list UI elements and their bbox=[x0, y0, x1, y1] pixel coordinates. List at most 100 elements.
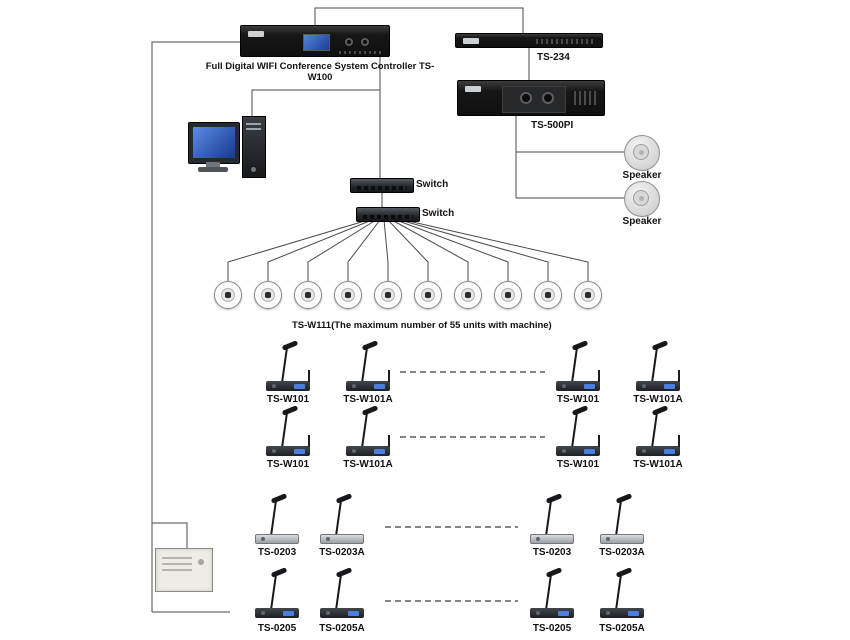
mic-screen bbox=[584, 449, 595, 454]
network-switch-device bbox=[356, 207, 420, 222]
ceiling-unit-core bbox=[225, 292, 231, 298]
amplifier-knob-icon bbox=[542, 92, 554, 104]
speaker-icon bbox=[624, 135, 660, 171]
mic-screen bbox=[558, 611, 569, 616]
mic-base bbox=[600, 608, 644, 618]
mic-label: TS-0205 bbox=[257, 623, 297, 634]
speaker-dot-icon bbox=[639, 150, 644, 155]
mic-screen bbox=[294, 449, 305, 454]
mic-label: TS-W101 bbox=[266, 459, 310, 470]
mic-button bbox=[352, 384, 356, 388]
mic-button bbox=[352, 449, 356, 453]
wireless-mic-unit bbox=[633, 408, 683, 456]
mic-base bbox=[255, 608, 299, 618]
amplifier-knob-icon bbox=[520, 92, 532, 104]
switch-label: Switch bbox=[416, 179, 449, 190]
ceiling-unit-core bbox=[385, 292, 391, 298]
drive-bay-icon bbox=[246, 123, 261, 125]
mic-button bbox=[536, 611, 540, 615]
vent-grille-icon bbox=[574, 91, 598, 105]
mic-button bbox=[261, 611, 265, 615]
mic-button bbox=[536, 537, 540, 541]
speaker-icon bbox=[624, 181, 660, 217]
mic-base bbox=[556, 446, 600, 456]
ceiling-unit-icon bbox=[414, 281, 442, 309]
ceiling-unit-core bbox=[585, 292, 591, 298]
power-box-markings bbox=[162, 557, 192, 571]
mic-base bbox=[530, 608, 574, 618]
ceiling-unit-icon bbox=[214, 281, 242, 309]
wire-switch-to-ceiling-units bbox=[227, 219, 589, 281]
mic-button bbox=[642, 449, 646, 453]
wire-controller-to-switch bbox=[251, 57, 383, 207]
mic-button bbox=[272, 449, 276, 453]
wireless-mic-unit bbox=[343, 343, 393, 391]
mic-antenna bbox=[308, 370, 310, 382]
mic-base bbox=[346, 446, 390, 456]
controller-knob-icon bbox=[361, 38, 369, 46]
monitor-stand bbox=[206, 162, 220, 167]
mic-label: TS-W101 bbox=[556, 459, 600, 470]
ceiling-unit-icon bbox=[374, 281, 402, 309]
vent-grille-icon bbox=[536, 39, 594, 44]
wireless-mic-unit bbox=[263, 408, 313, 456]
mic-screen bbox=[584, 384, 595, 389]
mic-button bbox=[562, 449, 566, 453]
wired-mic-unit bbox=[317, 496, 367, 544]
ceiling-units-note: TS-W111(The maximum number of 55 units w… bbox=[292, 320, 552, 331]
mic-button bbox=[562, 384, 566, 388]
ts500pi-label: TS-500PI bbox=[531, 120, 574, 131]
ceiling-unit-icon bbox=[254, 281, 282, 309]
mic-button bbox=[261, 537, 265, 541]
wireless-mic-unit bbox=[553, 408, 603, 456]
mic-base bbox=[636, 381, 680, 391]
mic-button bbox=[326, 537, 330, 541]
mic-button bbox=[606, 537, 610, 541]
monitor-base bbox=[198, 167, 228, 172]
mic-antenna bbox=[678, 435, 680, 447]
mic-antenna bbox=[308, 435, 310, 447]
mic-base bbox=[255, 534, 299, 544]
wireless-mic-unit bbox=[553, 343, 603, 391]
ceiling-unit-core bbox=[505, 292, 511, 298]
ceiling-unit-core bbox=[465, 292, 471, 298]
mic-label: TS-W101 bbox=[266, 394, 310, 405]
brand-logo-icon bbox=[465, 86, 481, 92]
mic-label: TS-0205 bbox=[532, 623, 572, 634]
ceiling-unit-core bbox=[345, 292, 351, 298]
power-box-connector-icon bbox=[198, 559, 204, 565]
mic-label: TS-W101A bbox=[633, 394, 683, 405]
wire-controller-to-ts234 bbox=[314, 7, 524, 33]
amplifier-panel bbox=[502, 86, 566, 113]
computer-monitor-icon bbox=[188, 122, 240, 164]
controller-knob-icon bbox=[345, 38, 353, 46]
speaker-label: Speaker bbox=[622, 216, 662, 227]
mic-label: TS-W101 bbox=[556, 394, 600, 405]
mic-base bbox=[556, 381, 600, 391]
conference-controller-device bbox=[240, 25, 390, 57]
ceiling-unit-icon bbox=[494, 281, 522, 309]
mic-antenna bbox=[388, 435, 390, 447]
wired-mic-unit bbox=[252, 496, 302, 544]
wire-controller-to-power-box bbox=[151, 41, 240, 613]
speaker-label: Speaker bbox=[622, 170, 662, 181]
wired-mic-unit bbox=[527, 496, 577, 544]
mic-screen bbox=[664, 384, 675, 389]
ceiling-unit-icon bbox=[454, 281, 482, 309]
ceiling-unit-icon bbox=[294, 281, 322, 309]
ceiling-unit-core bbox=[265, 292, 271, 298]
controller-buttons-icon bbox=[339, 51, 383, 54]
mic-button bbox=[272, 384, 276, 388]
ceiling-unit-icon bbox=[574, 281, 602, 309]
ts234-device bbox=[455, 33, 603, 48]
mic-base bbox=[266, 446, 310, 456]
ceiling-unit-core bbox=[305, 292, 311, 298]
mic-button bbox=[606, 611, 610, 615]
switch-label: Switch bbox=[422, 208, 455, 219]
mic-base bbox=[320, 534, 364, 544]
wired-mic-unit bbox=[527, 570, 577, 618]
mic-screen bbox=[374, 449, 385, 454]
mic-label: TS-0203A bbox=[319, 547, 365, 558]
